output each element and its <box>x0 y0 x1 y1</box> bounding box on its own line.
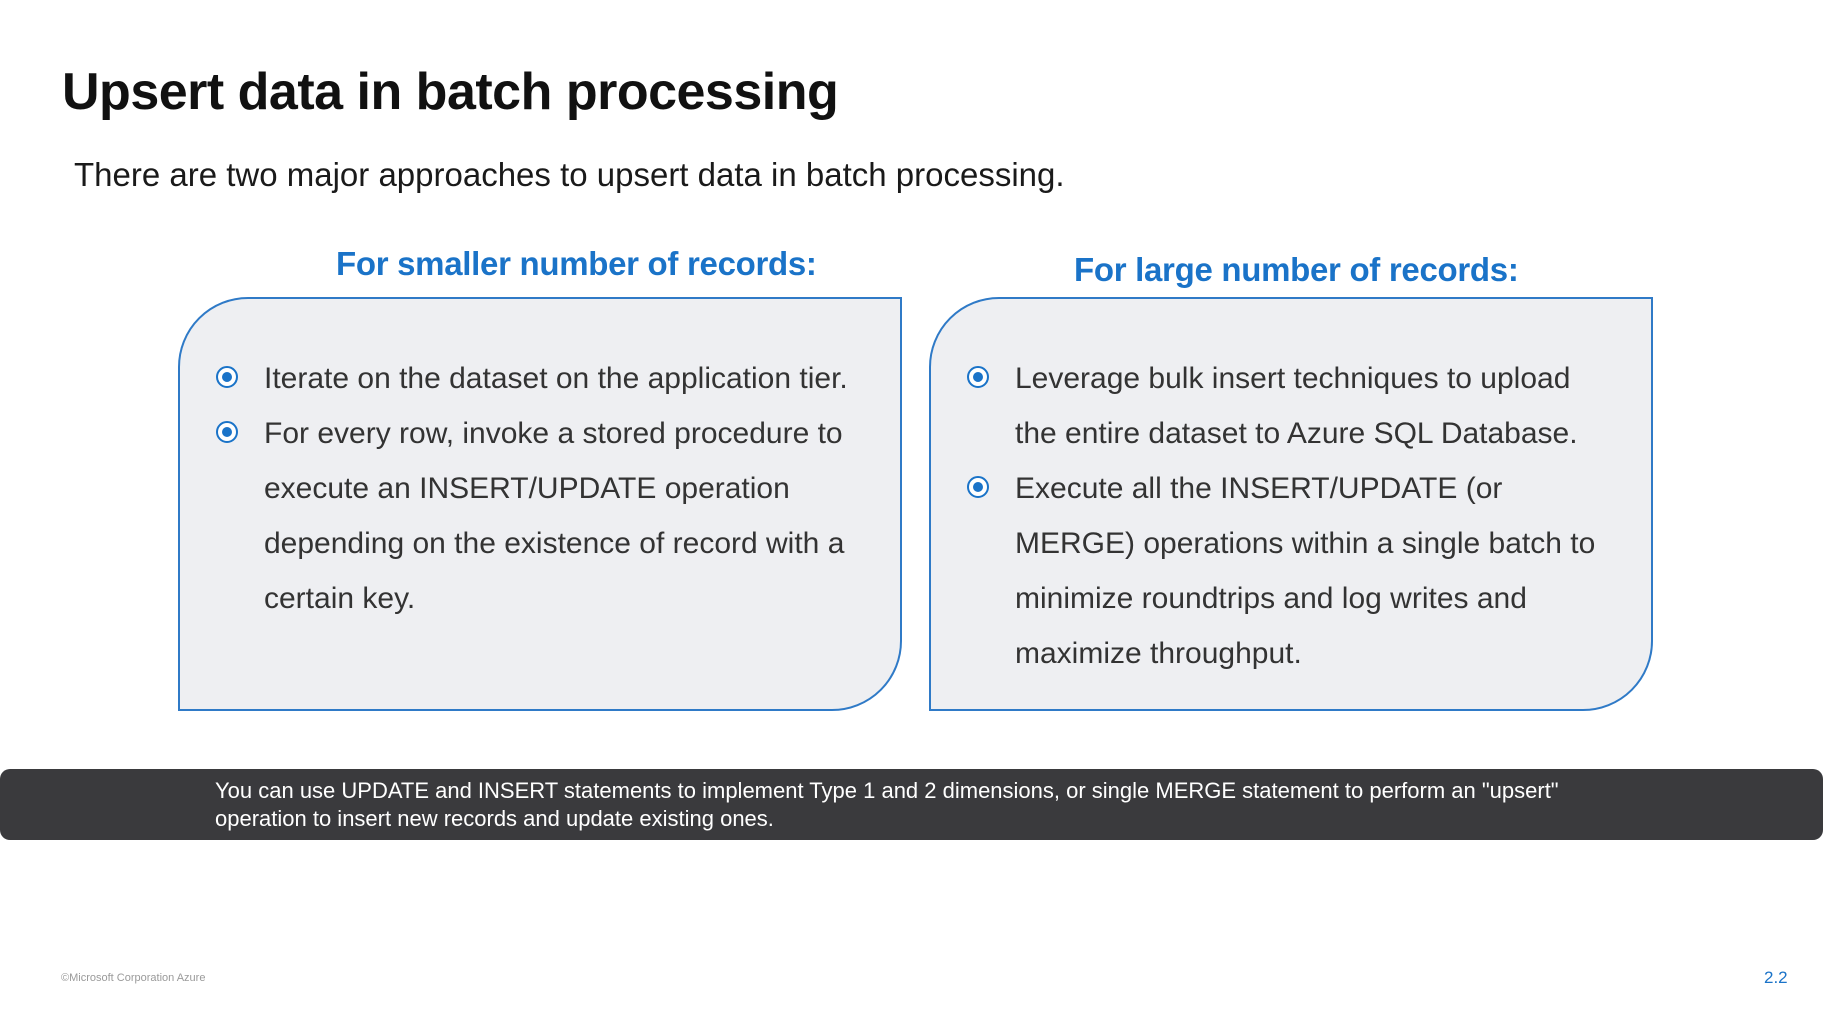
list-item: Execute all the INSERT/UPDATE (or MERGE)… <box>965 461 1611 681</box>
list-item-text: Execute all the INSERT/UPDATE (or MERGE)… <box>1015 472 1596 670</box>
slide-number: 2.2 <box>1764 968 1788 987</box>
radio-bullet-icon <box>216 421 238 443</box>
left-column-heading: For smaller number of records: <box>336 245 817 282</box>
list-item-text: Leverage bulk insert techniques to uploa… <box>1015 362 1578 450</box>
caption-text: You can use UPDATE and INSERT statements… <box>215 778 1559 831</box>
slide-subtitle: There are two major approaches to upsert… <box>74 156 1065 193</box>
list-item: For every row, invoke a stored procedure… <box>214 406 860 626</box>
radio-bullet-icon <box>967 476 989 498</box>
list-item-text: For every row, invoke a stored procedure… <box>264 417 845 615</box>
list-item-text: Iterate on the dataset on the applicatio… <box>264 362 848 395</box>
right-column-heading: For large number of records: <box>1074 251 1519 288</box>
list-item: Leverage bulk insert techniques to uploa… <box>965 351 1611 461</box>
large-records-card: Leverage bulk insert techniques to uploa… <box>929 297 1653 711</box>
small-records-card: Iterate on the dataset on the applicatio… <box>178 297 902 711</box>
slide-title: Upsert data in batch processing <box>62 63 839 121</box>
radio-bullet-icon <box>967 366 989 388</box>
large-records-list: Leverage bulk insert techniques to uploa… <box>965 351 1611 681</box>
caption-bar: You can use UPDATE and INSERT statements… <box>0 769 1823 840</box>
list-item: Iterate on the dataset on the applicatio… <box>214 351 860 406</box>
radio-bullet-icon <box>216 366 238 388</box>
small-records-list: Iterate on the dataset on the applicatio… <box>214 351 860 626</box>
footer-copyright: ©Microsoft Corporation Azure <box>61 972 206 984</box>
